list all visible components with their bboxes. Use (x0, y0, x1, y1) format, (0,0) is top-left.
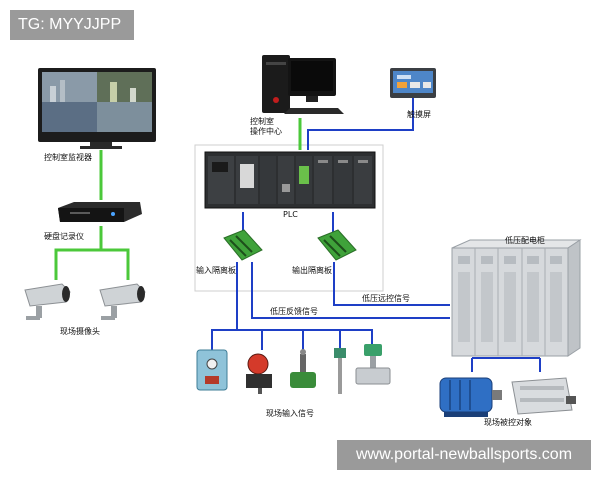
camera-icon (24, 283, 71, 320)
input-isolation-label: 输入隔离板 (196, 266, 236, 275)
field-controlled-label: 现场被控对象 (484, 418, 532, 427)
output-isolation-label: 输出隔离板 (292, 266, 332, 275)
remote-signal-label: 低压远控信号 (362, 294, 410, 303)
monitor-label: 控制室监视器 (44, 153, 92, 162)
temperature-sensor-icon (334, 348, 346, 394)
control-room-label-line2: 操作中心 (250, 127, 282, 136)
cameras-label: 现场摄像头 (60, 327, 100, 336)
feedback-signal-label: 低压反馈信号 (270, 307, 318, 316)
output-isolation-board-icon (317, 229, 357, 261)
touchscreen-icon (390, 68, 436, 98)
dvr-label: 硬盘记录仪 (44, 232, 84, 241)
monitor-icon (38, 68, 156, 149)
motor-icon (439, 377, 502, 417)
touchscreen-label: 触摸屏 (407, 110, 431, 119)
camera-icon (99, 283, 146, 320)
blue-links (211, 98, 541, 372)
junction-box-icon (196, 349, 228, 391)
cabinet-label: 低压配电柜 (505, 236, 545, 245)
watermark-tag: TG: MYYJJPP (10, 10, 134, 40)
workstation-icon (262, 55, 344, 114)
field-inputs-label: 现场输入信号 (266, 409, 314, 418)
input-isolation-board-icon (223, 229, 263, 261)
plc-label: PLC (283, 210, 298, 219)
control-room-label-line1: 控制室 (250, 117, 274, 126)
plc-rack-icon (204, 151, 376, 209)
watermark-url: www.portal-newballsports.com (337, 440, 591, 470)
actuator-icon (511, 377, 576, 415)
flow-meter-icon (355, 344, 391, 385)
pressure-gauge-icon (246, 353, 272, 394)
switchgear-cabinet-icon (451, 239, 582, 357)
limit-switch-icon (290, 349, 316, 388)
dvr-icon (58, 202, 142, 222)
green-links (54, 118, 302, 280)
